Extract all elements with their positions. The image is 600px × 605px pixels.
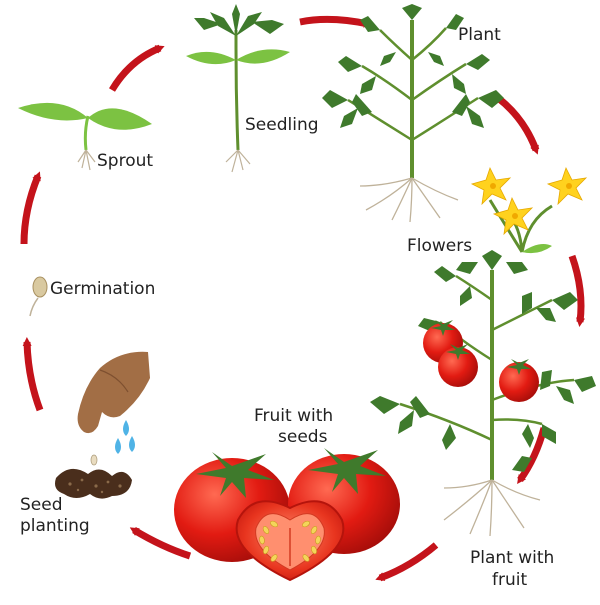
seed-planting	[55, 351, 150, 499]
arrow-germination-to-sprout	[20, 171, 42, 245]
germinating-seed-icon	[29, 276, 48, 317]
fruit-with-seeds	[174, 448, 400, 582]
arrow-flowers-to-fruiting	[568, 254, 585, 327]
arrow-fruit-to-planting	[129, 527, 192, 560]
plant-icon	[322, 4, 504, 223]
label-sprout: Sprout	[97, 151, 154, 171]
fruiting-plant-icon	[370, 250, 596, 537]
cycle-arrows	[20, 15, 585, 582]
label-flowers: Flowers	[407, 236, 473, 256]
soil-icon	[55, 468, 132, 499]
label-seed-planting-line2: planting	[20, 516, 90, 536]
tomato-icon	[438, 347, 478, 387]
label-plant-with-fruit-line1: Plant with	[470, 548, 555, 568]
water-drop-icon	[115, 420, 135, 454]
label-seed-planting-line1: Seed	[20, 495, 63, 515]
label-seedling: Seedling	[245, 115, 319, 135]
label-germination: Germination	[50, 279, 156, 299]
hand-icon	[77, 351, 150, 434]
sprout-icon	[18, 102, 152, 171]
arrow-planting-to-germination	[22, 337, 44, 412]
label-plant: Plant	[458, 25, 501, 45]
arrow-bottom-to-fruit	[375, 542, 439, 582]
flowers-icon	[470, 166, 588, 254]
tomato-slice-icon	[235, 500, 345, 582]
seedling-icon	[186, 4, 290, 173]
arrow-seedling-to-plant	[299, 15, 373, 28]
tomato-icon	[499, 362, 539, 402]
label-fruit-with-seeds-line2: seeds	[278, 427, 328, 447]
label-plant-with-fruit-line2: fruit	[492, 570, 528, 590]
arrow-sprout-to-seedling	[108, 44, 165, 92]
arrow-plant-to-flowers	[495, 95, 540, 155]
label-fruit-with-seeds-line1: Fruit with	[254, 406, 334, 426]
